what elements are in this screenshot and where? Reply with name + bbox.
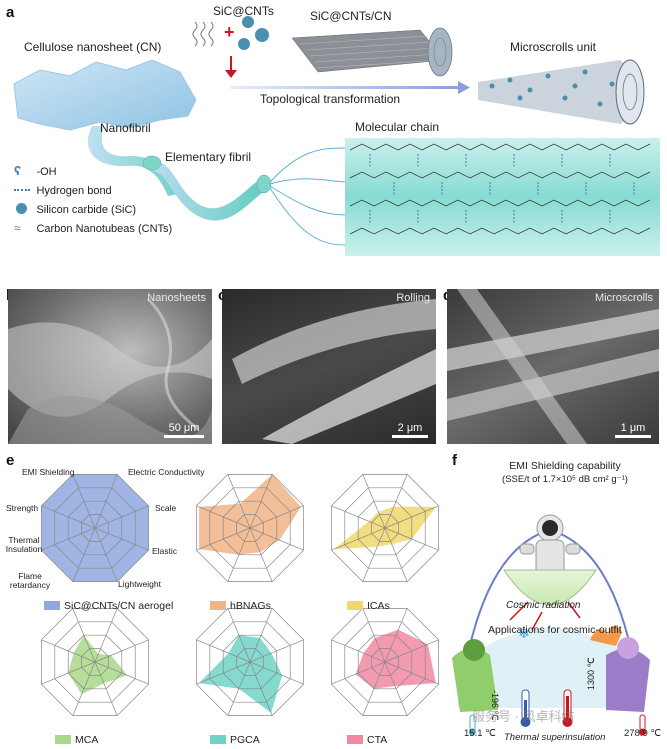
legend-text: hBNAGs [230, 600, 271, 612]
microscroll-unit [478, 60, 644, 124]
sic-cnts-cn-sheet [292, 28, 452, 76]
cnt-wavy-icon [193, 22, 213, 46]
radar-chart-4 [41, 608, 148, 715]
radar-chart-1 [41, 474, 148, 581]
hbond-icon [14, 189, 30, 191]
radar-area-4 [68, 635, 127, 694]
legend-swatch [44, 601, 60, 610]
radar-chart-6 [331, 608, 438, 715]
legend-text: CTA [367, 734, 387, 746]
molecular-chain-label: Molecular chain [355, 120, 439, 134]
sem-tag-rolling: Rolling [396, 292, 430, 304]
cellulose-nanosheet-label: Cellulose nanosheet (CN) [24, 40, 161, 54]
scale-label-1um: 1 μm [621, 422, 646, 434]
radar-chart-3 [331, 474, 438, 581]
legend-icas: ICAs [347, 597, 390, 615]
applications-label: Applications for cosmic-outfit [488, 624, 622, 636]
plus-sign: + [224, 22, 235, 43]
transformation-arrow-head [458, 81, 470, 94]
panel-label-f: f [452, 452, 457, 469]
legend-swatch [347, 735, 363, 744]
cellulose-nanosheet-shape [14, 60, 196, 130]
legend-pgca: PGCA [210, 731, 260, 749]
legend-swatch [210, 735, 226, 744]
sem-image-rolling: Rolling 2 μm [222, 289, 436, 444]
microscrolls-texture [447, 289, 659, 444]
sic-spheres-icon [238, 16, 269, 50]
sem-image-nanosheets: Nanosheets 50 μm [8, 289, 212, 444]
legend-mca: MCA [55, 731, 98, 749]
temp-1300: 1300 ℃ [586, 657, 597, 690]
scale-label-2um: 2 μm [398, 422, 423, 434]
legend-sic-cnts-cn-aerogel: SiC@CNTs/CN aerogel [44, 597, 173, 615]
legend-text: PGCA [230, 734, 260, 746]
panel-f-header: EMI Shielding capability (SSE/t of 1.7×1… [470, 460, 660, 485]
legend-text: ICAs [367, 600, 390, 612]
sem-tag-microscrolls: Microscrolls [595, 292, 653, 304]
fibril-end-cross-section [257, 175, 271, 193]
legend-swatch [347, 601, 363, 610]
watermark: 服务号 · 风卓科纺 [472, 706, 575, 725]
sic-cnts-label: SiC@CNTs [213, 4, 274, 18]
radar-chart-2 [196, 474, 303, 581]
astronaut-icon [520, 515, 580, 576]
sem-image-microscrolls: Microscrolls 1 μm [447, 289, 659, 444]
legend-sic: Silicon carbide (SiC) [36, 204, 136, 216]
emi-capability-title: EMI Shielding capability [470, 460, 660, 472]
axis-label-strength: Strength [6, 504, 38, 513]
molecular-chain-block [345, 138, 660, 256]
sem-tag-nanosheets: Nanosheets [147, 292, 206, 304]
axis-label-thermal: Thermal Insulation [2, 536, 46, 554]
transformation-arrow [230, 86, 460, 89]
nanofibril-label: Nanofibril [100, 121, 151, 135]
legend-swatch [210, 601, 226, 610]
oh-icon: ʕ [14, 163, 32, 178]
legend-hydrogen-bond: Hydrogen bond [36, 185, 111, 197]
scale-label-50um: 50 μm [169, 422, 200, 434]
chain-branches [270, 148, 345, 245]
scale-bar-2um: 2 μm [392, 422, 428, 438]
axis-label-elastic: Elastic [152, 547, 177, 556]
scale-bar-50um: 50 μm [164, 422, 204, 438]
topological-transformation-label: Topological transformation [260, 92, 400, 106]
axis-label-flame: Flame retardancy [8, 572, 52, 590]
microscrolls-unit-label: Microscrolls unit [510, 40, 596, 54]
temp-278: 278.9 ℃ [624, 728, 661, 739]
thermal-superinsulation-label: Thermal superinsulation [504, 732, 605, 743]
nanosheet-texture [8, 289, 212, 444]
scale-bar-1um: 1 μm [615, 422, 651, 438]
temp-15: 15.1 ℃ [464, 728, 496, 739]
panel-a-legend: ʕ -OH Hydrogen bond Silicon carbide (SiC… [14, 162, 172, 238]
radar-chart-5 [196, 608, 303, 715]
legend-cnt: Carbon Nanotubeas (CNTs) [36, 223, 172, 235]
axis-label-electric: Electric Conductivity [128, 468, 205, 477]
axis-label-lightweight: Lightweight [118, 580, 161, 589]
cosmic-radiation-label: Cosmic radiation [506, 600, 580, 611]
axis-label-emi: EMI Shielding [22, 468, 74, 477]
emi-capability-subtitle: (SSE/t of 1.7×10⁵ dB cm² g⁻¹) [470, 474, 660, 485]
legend-oh: -OH [36, 166, 56, 178]
legend-hbnags: hBNAGs [210, 597, 271, 615]
legend-text: SiC@CNTs/CN aerogel [64, 600, 173, 612]
rolling-texture [222, 289, 436, 444]
red-down-arrow-icon [225, 56, 237, 78]
sic-cnts-cn-label: SiC@CNTs/CN [310, 9, 392, 23]
radar-area-5 [199, 635, 282, 713]
elementary-fibril-label: Elementary fibril [165, 150, 251, 164]
axis-label-scale: Scale [155, 504, 176, 513]
sic-icon [16, 203, 27, 214]
cnt-icon: ≈ [14, 221, 32, 235]
legend-cta: CTA [347, 731, 387, 749]
legend-text: MCA [75, 734, 98, 746]
legend-swatch [55, 735, 71, 744]
